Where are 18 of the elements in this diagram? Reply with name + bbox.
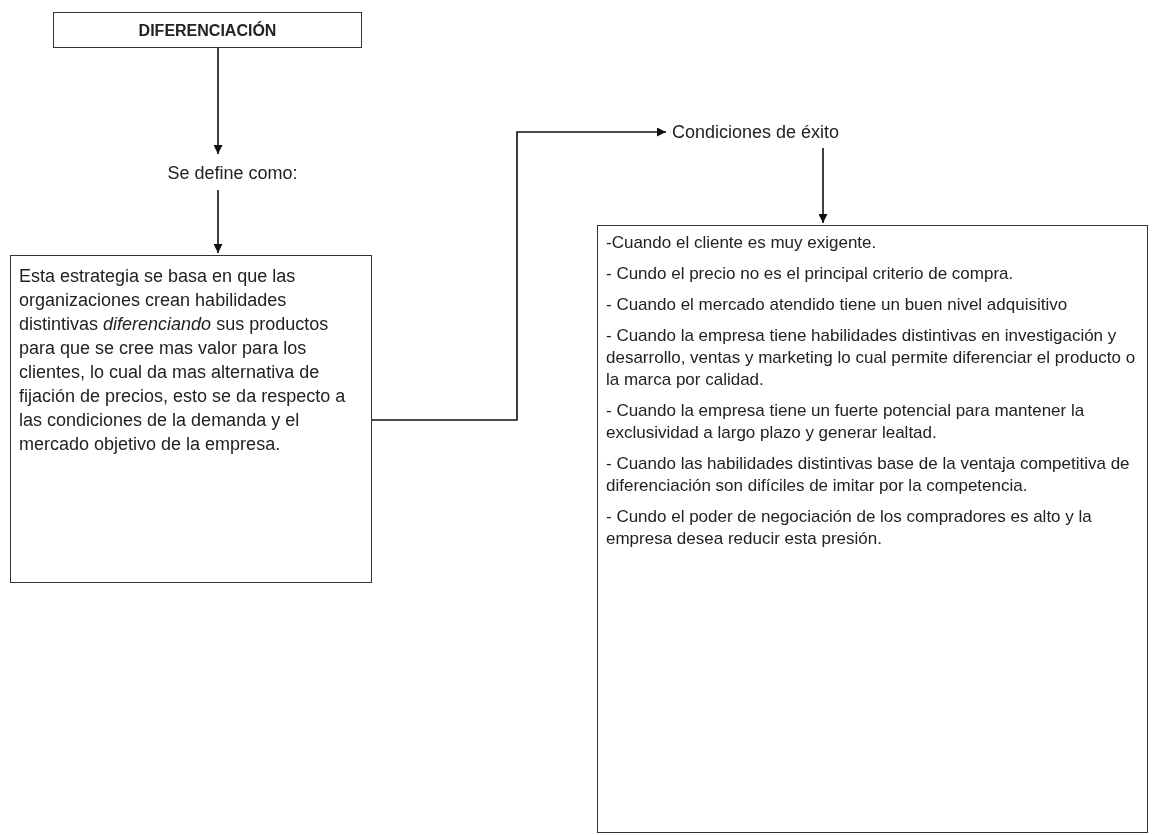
paragraph-text: - Cuando el mercado atendido tiene un buen nivel adquisitivo	[606, 294, 1069, 316]
arrow	[371, 127, 667, 421]
arrow	[213, 47, 223, 155]
label-text: Condiciones de éxito	[672, 121, 841, 143]
paragraph-text: - Cundo el precio no es el principal criterio de compra.	[606, 263, 1015, 285]
paragraph-text: Esta estrategia se basa en que las organizaciones crean habilidades distintivas diferenciando sus productos para que se cree mas valor para los clientes, lo cual da mas alternativa de fijación de precios, esto se da respecto a las condiciones de la demanda y el mercado objetivo de la empresa.	[19, 265, 347, 456]
arrow	[818, 147, 828, 224]
label-text: Se define como:	[166, 162, 299, 184]
title-box	[53, 12, 362, 48]
title-text: DIFERENCIACIÓN	[137, 20, 278, 41]
conditions-box	[597, 225, 1148, 833]
paragraph-text: - Cuando la empresa tiene un fuerte potencial para mantener la exclusividad a largo plazo y generar lealtad.	[606, 400, 1086, 444]
paragraph-text: - Cuando las habilidades distintivas base de la ventaja competitiva de diferenciación son difíciles de imitar por la competencia.	[606, 453, 1131, 497]
paragraph-text: - Cundo el poder de negociación de los compradores es alto y la empresa desea reducir esta presión.	[606, 506, 1093, 550]
paragraph-text: - Cuando la empresa tiene habilidades distintivas en investigación y desarrollo, ventas y marketing lo cual permite diferenciar el producto o la marca por calidad.	[606, 325, 1137, 391]
definition-box	[10, 255, 372, 583]
paragraph-text: -Cuando el cliente es muy exigente.	[606, 232, 878, 254]
arrow	[213, 189, 223, 254]
